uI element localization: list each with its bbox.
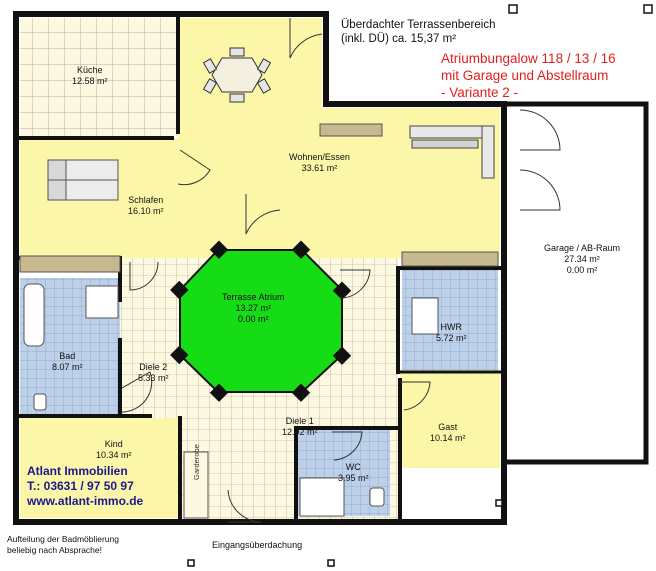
- title-line2: mit Garage und Abstellraum: [441, 68, 609, 83]
- floor-fills: [20, 18, 642, 520]
- plan-title: Atriumbungalow 118 / 13 / 16 mit Garage …: [441, 50, 616, 101]
- terrace-note-line1: Überdachter Terrassenbereich: [341, 19, 496, 31]
- terrace-posts: [508, 4, 653, 14]
- dining-table: [202, 47, 272, 103]
- wc-toilet: [369, 487, 385, 507]
- bath-toilet: [33, 393, 47, 411]
- sideboard: [319, 123, 383, 137]
- garage-floor: [504, 108, 642, 460]
- living-cabinet: [401, 251, 499, 267]
- cabinet-label: Garderobe: [192, 444, 201, 480]
- entrance-label: Eingangsüberdachung: [212, 540, 303, 550]
- kitchen-floor: [20, 18, 178, 136]
- doors: [121, 18, 561, 523]
- wardrobe-cabinet: [183, 451, 209, 519]
- shower-tray: [85, 285, 119, 319]
- title-line3: - Variante 2 -: [441, 85, 519, 100]
- terrace-note-line2: (inkl. DÜ) ca. 15,37 m²: [341, 33, 457, 45]
- walls: [13, 11, 649, 525]
- company-block: Atlant Immobilien T.: 03631 / 97 50 97 w…: [27, 464, 143, 509]
- hwr-appliance: [411, 297, 439, 335]
- footnote-line1: Aufteilung der Badmöblierung: [7, 534, 119, 544]
- bedroom-wardrobe: [19, 255, 121, 273]
- bathtub: [23, 283, 45, 347]
- company-phone: T.: 03631 / 97 50 97: [27, 479, 134, 493]
- company-web: www.atlant-immo.de: [27, 494, 144, 508]
- atrium-columns: [170, 240, 352, 402]
- guest-floor: [400, 370, 500, 468]
- sofa: [409, 125, 495, 179]
- double-bed: [47, 159, 119, 201]
- footnote-line2: beliebig nach Absprache!: [7, 545, 102, 555]
- title-line1: Atriumbungalow 118 / 13 / 16: [441, 51, 616, 66]
- wc-shower: [299, 477, 345, 517]
- entrance-posts: [187, 499, 503, 567]
- child-floor: [20, 418, 180, 518]
- terrace-note: Überdachter Terrassenbereich (inkl. DÜ) …: [341, 18, 495, 46]
- company-name: Atlant Immobilien: [27, 464, 128, 478]
- footnote: Aufteilung der Badmöblierung beliebig na…: [7, 534, 119, 556]
